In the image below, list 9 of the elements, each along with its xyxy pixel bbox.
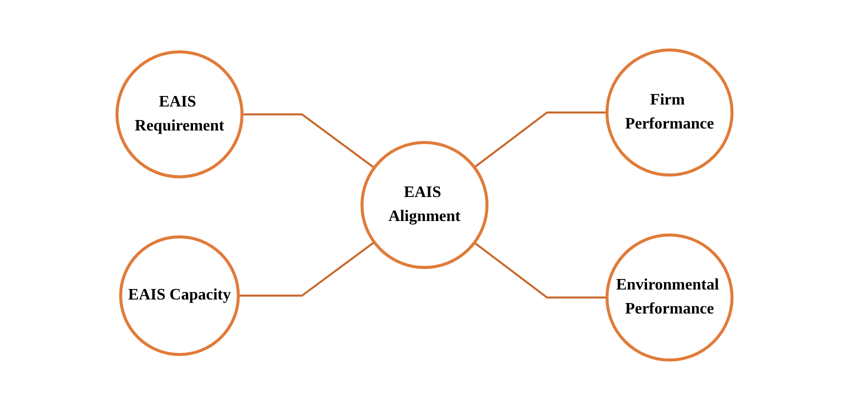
connector [238, 241, 374, 297]
node-circle: EAIS Requirement [115, 50, 243, 178]
node-circle: EAIS Alignment [360, 141, 488, 269]
connector [242, 113, 374, 169]
node-circle: Environmental Performance [605, 234, 733, 362]
node-circle: Firm Performance [605, 48, 733, 176]
connector [473, 112, 606, 168]
node-circle: EAIS Capacity [118, 235, 240, 356]
connector [473, 242, 606, 298]
